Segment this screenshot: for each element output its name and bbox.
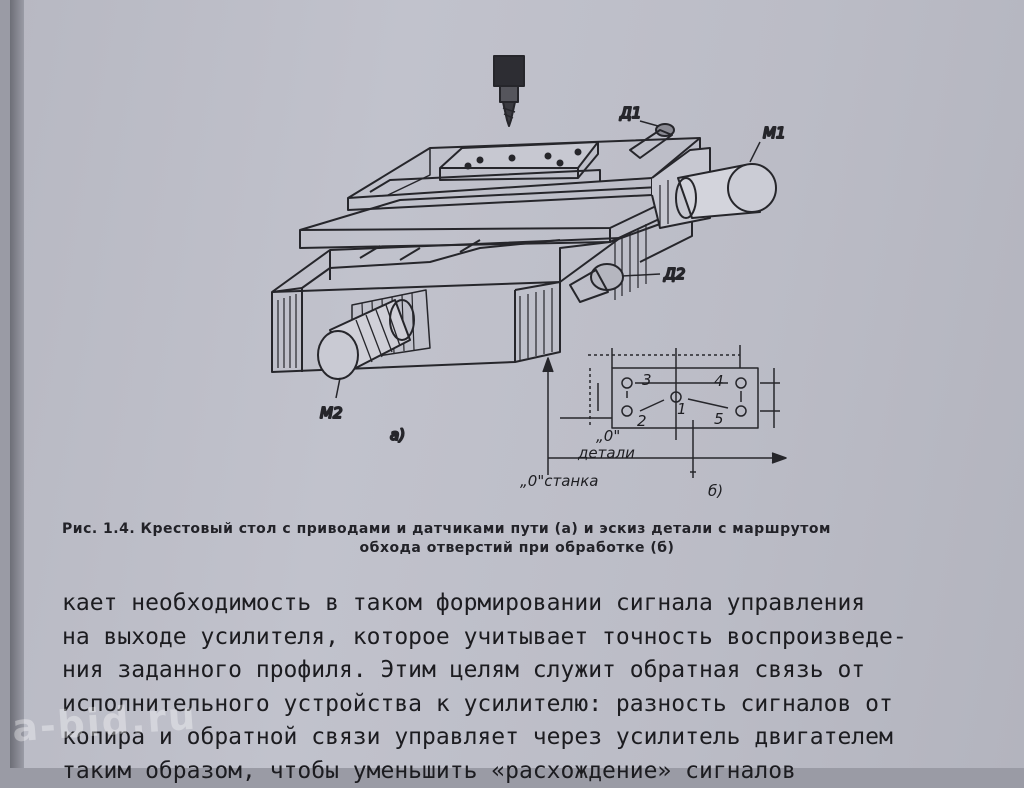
hole-2-label: 2 [637, 412, 647, 430]
body-line: кает необходимость в таком формировании … [62, 587, 1022, 621]
label-d2: Д2 [663, 265, 685, 283]
hole-4-label: 4 [714, 372, 724, 390]
zero-detail-label-2: детали [577, 444, 635, 462]
hole-3-label: 3 [642, 371, 652, 389]
zero-detail-label-1: „0" [596, 427, 620, 445]
caption-line-2: обхода отверстий при обработке (б) [62, 539, 1012, 558]
hole-1-label: 1 [677, 400, 687, 418]
label-m2: М2 [320, 404, 343, 422]
body-paragraph: кает необходимость в таком формировании … [62, 587, 1022, 788]
figure-caption: Рис. 1.4. Крестовый стол с приводами и д… [62, 520, 1012, 558]
body-line: на выходе усилителя, которое учитывает т… [62, 621, 1022, 655]
label-b: б) [708, 482, 723, 500]
caption-line-1: Рис. 1.4. Крестовый стол с приводами и д… [62, 520, 1012, 539]
drill-tool-drawing [494, 56, 524, 126]
label-d1: Д1 [619, 104, 641, 122]
motor-m2-drawing [318, 300, 414, 398]
body-line: копира и обратной связи управляет через … [62, 721, 1022, 755]
label-a: а) [390, 426, 405, 444]
body-line: таким образом, чтобы уменьшить «расхожде… [62, 755, 1022, 788]
body-line: исполнительного устройства к усилителю: … [62, 688, 1022, 722]
figure-cross-table: Д1 М1 Д2 М2 а) [0, 0, 1024, 520]
hole-5-label: 5 [714, 410, 724, 428]
upper-table-drawing [348, 124, 710, 228]
zero-machine-label: „0"станка [520, 472, 598, 490]
label-m1: М1 [763, 124, 786, 142]
body-line: ния заданного профиля. Этим целям служит… [62, 654, 1022, 688]
